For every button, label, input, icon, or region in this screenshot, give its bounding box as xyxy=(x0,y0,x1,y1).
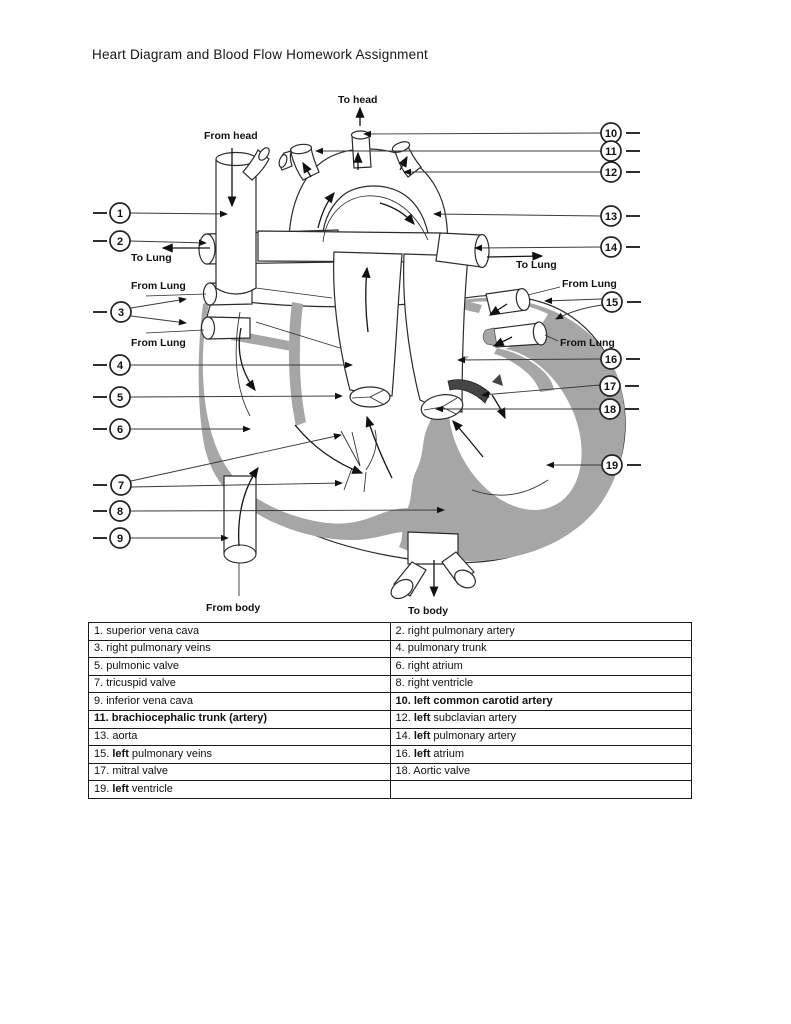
table-cell xyxy=(389,780,692,799)
inferior-vena-cava xyxy=(223,475,257,596)
from-lung-left-connector-1 xyxy=(145,293,207,297)
heart-illustration xyxy=(145,106,626,600)
table-cell: 5. pulmonic valve xyxy=(88,657,391,676)
to-lung-left-label: To Lung xyxy=(131,252,172,264)
atrium-detail-line xyxy=(235,311,251,417)
svg-text:6: 6 xyxy=(117,424,123,436)
marker-8: 8 xyxy=(93,500,445,522)
from-lung-left-top-label: From Lung xyxy=(131,280,186,292)
from-body-label: From body xyxy=(206,602,260,614)
marker-5: 5 xyxy=(93,386,343,408)
table-row: 17. mitral valve 18. Aortic valve xyxy=(88,762,692,782)
to-head-label: To head xyxy=(338,94,377,106)
table-cell: 16. left atrium xyxy=(389,745,692,764)
table-cell: 9. inferior vena cava xyxy=(88,692,391,711)
table-row: 5. pulmonic valve 6. right atrium xyxy=(88,657,692,676)
marker-12: 12 xyxy=(403,161,640,183)
blood-flow-arrows xyxy=(161,106,544,598)
table-cell: 10. left common carotid artery xyxy=(389,692,692,711)
marker-1: 1 xyxy=(93,202,228,224)
direction-labels: To head From head To Lung From Lung From… xyxy=(131,94,617,617)
page-title: Heart Diagram and Blood Flow Homework As… xyxy=(92,47,428,62)
mitral-valve xyxy=(447,374,503,404)
svg-text:16: 16 xyxy=(605,354,617,366)
table-cell: 11. brachiocephalic trunk (artery) xyxy=(88,709,391,729)
svg-text:11: 11 xyxy=(605,146,617,158)
table-cell: 8. right ventricle xyxy=(389,674,692,694)
marker-10: 10 xyxy=(363,122,640,144)
from-lung-left-bottom-label: From Lung xyxy=(131,337,186,349)
table-cell: 7. tricuspid valve xyxy=(88,674,391,694)
marker-18: 18 xyxy=(435,398,639,420)
svg-text:2: 2 xyxy=(117,236,123,248)
table-cell: 6. right atrium xyxy=(389,657,692,676)
marker-11: 11 xyxy=(315,140,640,162)
label-markers: 1 2 3 4 5 6 7 xyxy=(93,122,641,549)
table-cell: 13. aorta xyxy=(88,727,391,747)
to-body-label: To body xyxy=(408,605,448,617)
svg-text:14: 14 xyxy=(605,242,618,254)
pulmonic-valve xyxy=(349,386,391,408)
descending-aorta xyxy=(390,531,476,600)
svg-text:17: 17 xyxy=(604,381,616,393)
marker-15: 15 xyxy=(544,291,641,320)
marker-17: 17 xyxy=(481,375,639,398)
svg-text:12: 12 xyxy=(605,167,617,179)
table-row: 1. superior vena cava 2. right pulmonary… xyxy=(88,622,692,641)
superior-vena-cava xyxy=(215,147,270,295)
tricuspid-valve xyxy=(340,429,377,493)
table-row: 3. right pulmonary veins 4. pulmonary tr… xyxy=(88,639,692,659)
table-row: 13. aorta 14. left pulmonary artery xyxy=(88,727,692,747)
svg-text:3: 3 xyxy=(118,307,124,319)
ventricle-detail-line xyxy=(471,479,549,496)
marker-3: 3 xyxy=(93,296,187,326)
from-lung-right-bottom-label: From Lung xyxy=(560,337,615,349)
to-lung-right-label: To Lung xyxy=(516,259,557,271)
marker-7: 7 xyxy=(93,433,343,496)
marker-9: 9 xyxy=(93,527,229,549)
table-cell: 18. Aortic valve xyxy=(389,762,692,782)
table-cell: 14. left pulmonary artery xyxy=(389,727,692,747)
marker-4: 4 xyxy=(93,354,353,376)
svg-text:7: 7 xyxy=(118,480,124,492)
table-cell: 1. superior vena cava xyxy=(88,622,391,641)
from-lung-right-top-label: From Lung xyxy=(562,278,617,290)
svg-text:18: 18 xyxy=(604,404,616,416)
svg-text:5: 5 xyxy=(117,392,123,404)
svg-text:10: 10 xyxy=(605,128,617,140)
table-cell: 12. left subclavian artery xyxy=(389,709,692,729)
svg-text:15: 15 xyxy=(606,297,618,309)
svg-text:9: 9 xyxy=(117,533,123,545)
table-cell: 15. left pulmonary veins xyxy=(88,745,391,764)
heart-diagram: 1 2 3 4 5 6 7 xyxy=(93,94,641,617)
table-cell: 4. pulmonary trunk xyxy=(389,639,692,659)
marker-2: 2 xyxy=(93,230,207,252)
marker-19: 19 xyxy=(546,454,641,476)
table-row: 11. brachiocephalic trunk (artery) 12. l… xyxy=(88,709,692,729)
table-row: 15. left pulmonary veins 16. left atrium xyxy=(88,745,692,764)
svg-text:4: 4 xyxy=(117,360,124,372)
from-head-label: From head xyxy=(204,130,258,142)
table-row: 9. inferior vena cava 10. left common ca… xyxy=(88,692,692,711)
marker-16: 16 xyxy=(457,348,640,370)
svg-text:1: 1 xyxy=(117,208,123,220)
table-cell: 2. right pulmonary artery xyxy=(389,622,692,641)
table-cell: 19. left ventricle xyxy=(88,780,391,799)
table-row: 19. left ventricle xyxy=(88,780,692,799)
answer-key-table: 1. superior vena cava 2. right pulmonary… xyxy=(88,622,692,799)
from-lung-left-connector-2 xyxy=(145,329,205,334)
pulmonary-trunk xyxy=(257,195,479,413)
marker-14: 14 xyxy=(474,236,640,258)
table-cell: 17. mitral valve xyxy=(88,762,391,782)
table-cell: 3. right pulmonary veins xyxy=(88,639,391,659)
table-row: 7. tricuspid valve 8. right ventricle xyxy=(88,674,692,694)
svg-text:8: 8 xyxy=(117,506,123,518)
svg-text:19: 19 xyxy=(606,460,618,472)
marker-13: 13 xyxy=(433,205,640,227)
svg-text:13: 13 xyxy=(605,211,617,223)
marker-6: 6 xyxy=(93,418,251,440)
left-pulmonary-artery xyxy=(435,232,490,269)
